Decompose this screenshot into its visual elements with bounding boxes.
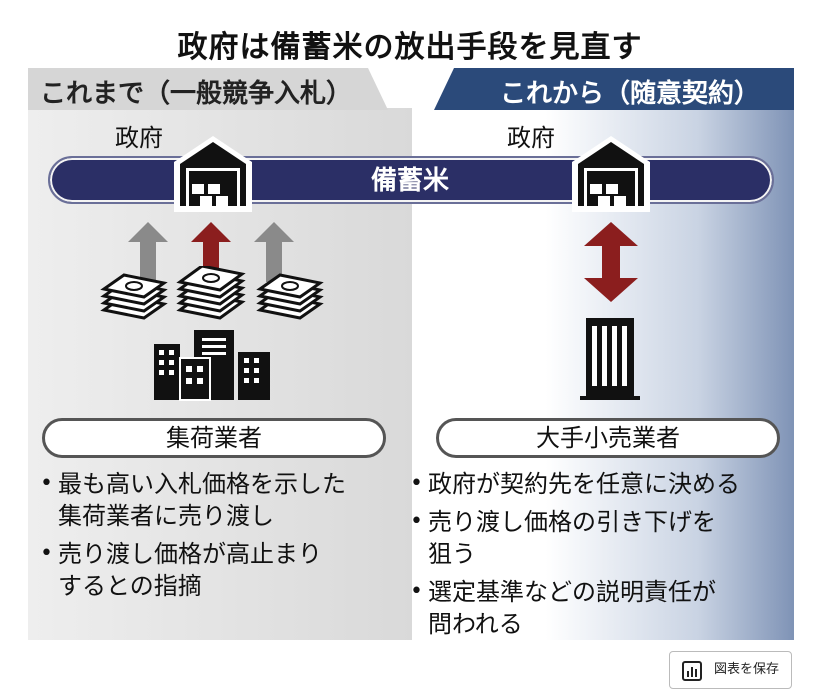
money-stack-icon — [256, 273, 324, 320]
left-header-band — [28, 68, 388, 110]
chart-icon — [682, 661, 702, 681]
bullet-mark: • — [40, 541, 53, 566]
bullet-line: 選定基準などの説明責任が — [428, 578, 716, 606]
bullet-line: 狙う — [428, 540, 476, 568]
save-chart-button[interactable]: 図表を保存 — [669, 651, 792, 689]
bullet-line: 売り渡し価格が高止まり — [58, 540, 322, 568]
bid-arrow-gray — [128, 222, 168, 282]
list-item: • 売り渡し価格が高止まり するとの指摘 — [40, 538, 408, 602]
stockpile-rice-label: 備蓄米 — [370, 166, 449, 196]
money-stack-icon — [176, 266, 246, 320]
list-item: • 最も高い入札価格を示した 集荷業者に売り渡し — [40, 468, 408, 532]
bullet-mark: • — [410, 509, 423, 534]
stockpile-rice-bar — [48, 156, 774, 204]
bullet-line: 最も高い入札価格を示した — [58, 470, 346, 498]
bullet-line: するとの指摘 — [58, 572, 202, 600]
bullet-line: 政府が契約先を任意に決める — [428, 470, 740, 498]
bullet-line: 集荷業者に売り渡し — [58, 502, 274, 530]
diagram-title: 政府は備蓄米の放出手段を見直す — [177, 30, 643, 65]
bid-arrow-gray — [254, 222, 294, 282]
list-item: • 政府が契約先を任意に決める — [410, 468, 792, 500]
right-bullet-list: • 政府が契約先を任意に決める • 売り渡し価格の引き下げを 狙う • 選定基準… — [410, 468, 792, 640]
office-tower-icon — [580, 318, 640, 400]
bullet-line: 問われる — [428, 610, 523, 638]
right-government-label: 政府 — [507, 124, 555, 152]
direct-contract-arrow — [584, 222, 638, 302]
city-buildings-icon — [154, 330, 270, 401]
collector-pill: 集荷業者 — [42, 418, 386, 458]
bullet-line: 売り渡し価格の引き下げを — [428, 508, 716, 536]
bid-arrow-red — [191, 222, 231, 282]
right-header-band — [434, 68, 794, 110]
bullet-mark: • — [40, 471, 53, 496]
list-item: • 選定基準などの説明責任が 問われる — [410, 576, 792, 640]
retailer-pill: 大手小売業者 — [436, 418, 780, 458]
left-bullet-list: • 最も高い入札価格を示した 集荷業者に売り渡し • 売り渡し価格が高止まり す… — [40, 468, 408, 602]
bullet-mark: • — [410, 579, 423, 604]
left-government-label: 政府 — [115, 124, 163, 152]
warehouse-icon — [174, 136, 252, 212]
save-chart-label: 図表を保存 — [714, 662, 780, 677]
left-header-label: これまで（一般競争入札） — [40, 79, 353, 109]
right-header-label: これから（随意契約） — [500, 79, 761, 109]
bullet-mark: • — [410, 471, 423, 496]
warehouse-icon — [572, 136, 650, 212]
list-item: • 売り渡し価格の引き下げを 狙う — [410, 506, 792, 570]
money-stack-icon — [100, 273, 168, 320]
